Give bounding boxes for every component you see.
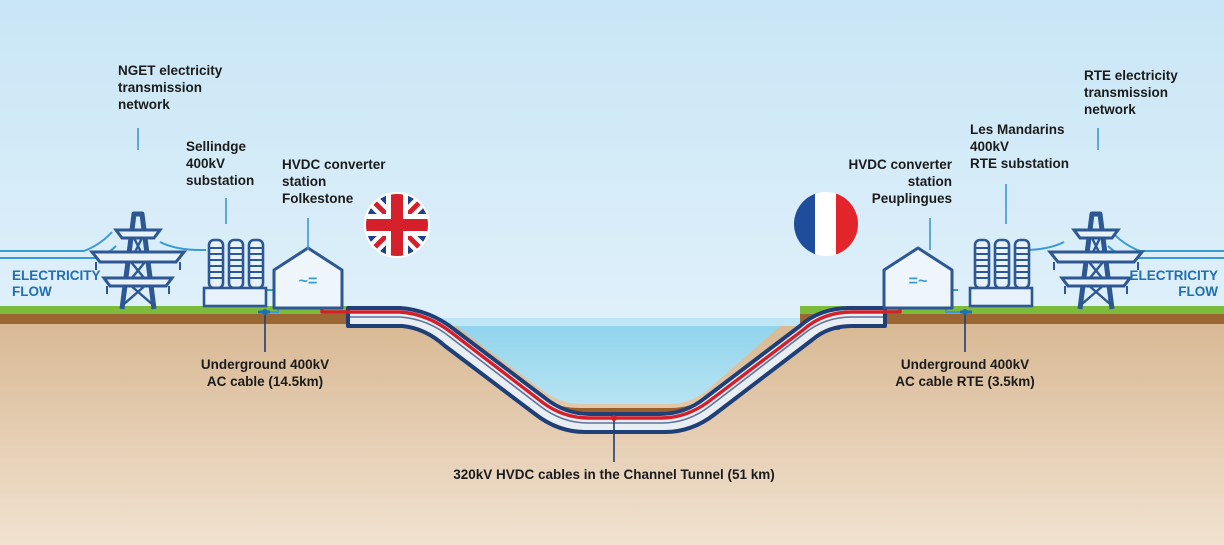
converter-station-folkestone: ~=: [272, 246, 344, 310]
grass-fr: [800, 306, 1224, 314]
label-ac-cable-uk: Underground 400kV AC cable (14.5km): [200, 357, 330, 389]
label-rte-network: RTE electricity transmission network: [1084, 68, 1178, 117]
label-sellindge-substation: Sellindge 400kV substation: [186, 139, 255, 188]
label-les-mandarins: Les Mandarins 400kV RTE substation: [970, 122, 1070, 171]
converter-station-peuplingues: =~: [882, 246, 954, 310]
grid-line-left: [0, 231, 113, 252]
label-hvdc-folkestone: HVDC converter station Folkestone: [282, 157, 386, 206]
label-nget-network: NGET electricity transmission network: [118, 63, 223, 112]
hvdc-cable: [310, 288, 912, 420]
svg-text:=~: =~: [909, 273, 928, 290]
svg-text:~=: ~=: [299, 273, 318, 290]
label-electricity-flow-left: ELECTRICITY FLOW: [12, 268, 101, 299]
label-electricity-flow-right: ELECTRICITY FLOW: [1129, 268, 1218, 299]
substation-les-mandarins: [970, 240, 1032, 306]
label-hvdc-tunnel-cables: 320kV HVDC cables in the Channel Tunnel …: [453, 467, 775, 482]
grass-uk: [0, 306, 400, 314]
france-flag-icon: [794, 192, 858, 256]
label-ac-cable-fr: Underground 400kV AC cable RTE (3.5km): [895, 357, 1035, 389]
label-hvdc-peuplingues: HVDC converter station Peuplingues: [848, 157, 952, 206]
substation-sellindge: [204, 240, 266, 306]
channel-sea: [455, 322, 785, 404]
